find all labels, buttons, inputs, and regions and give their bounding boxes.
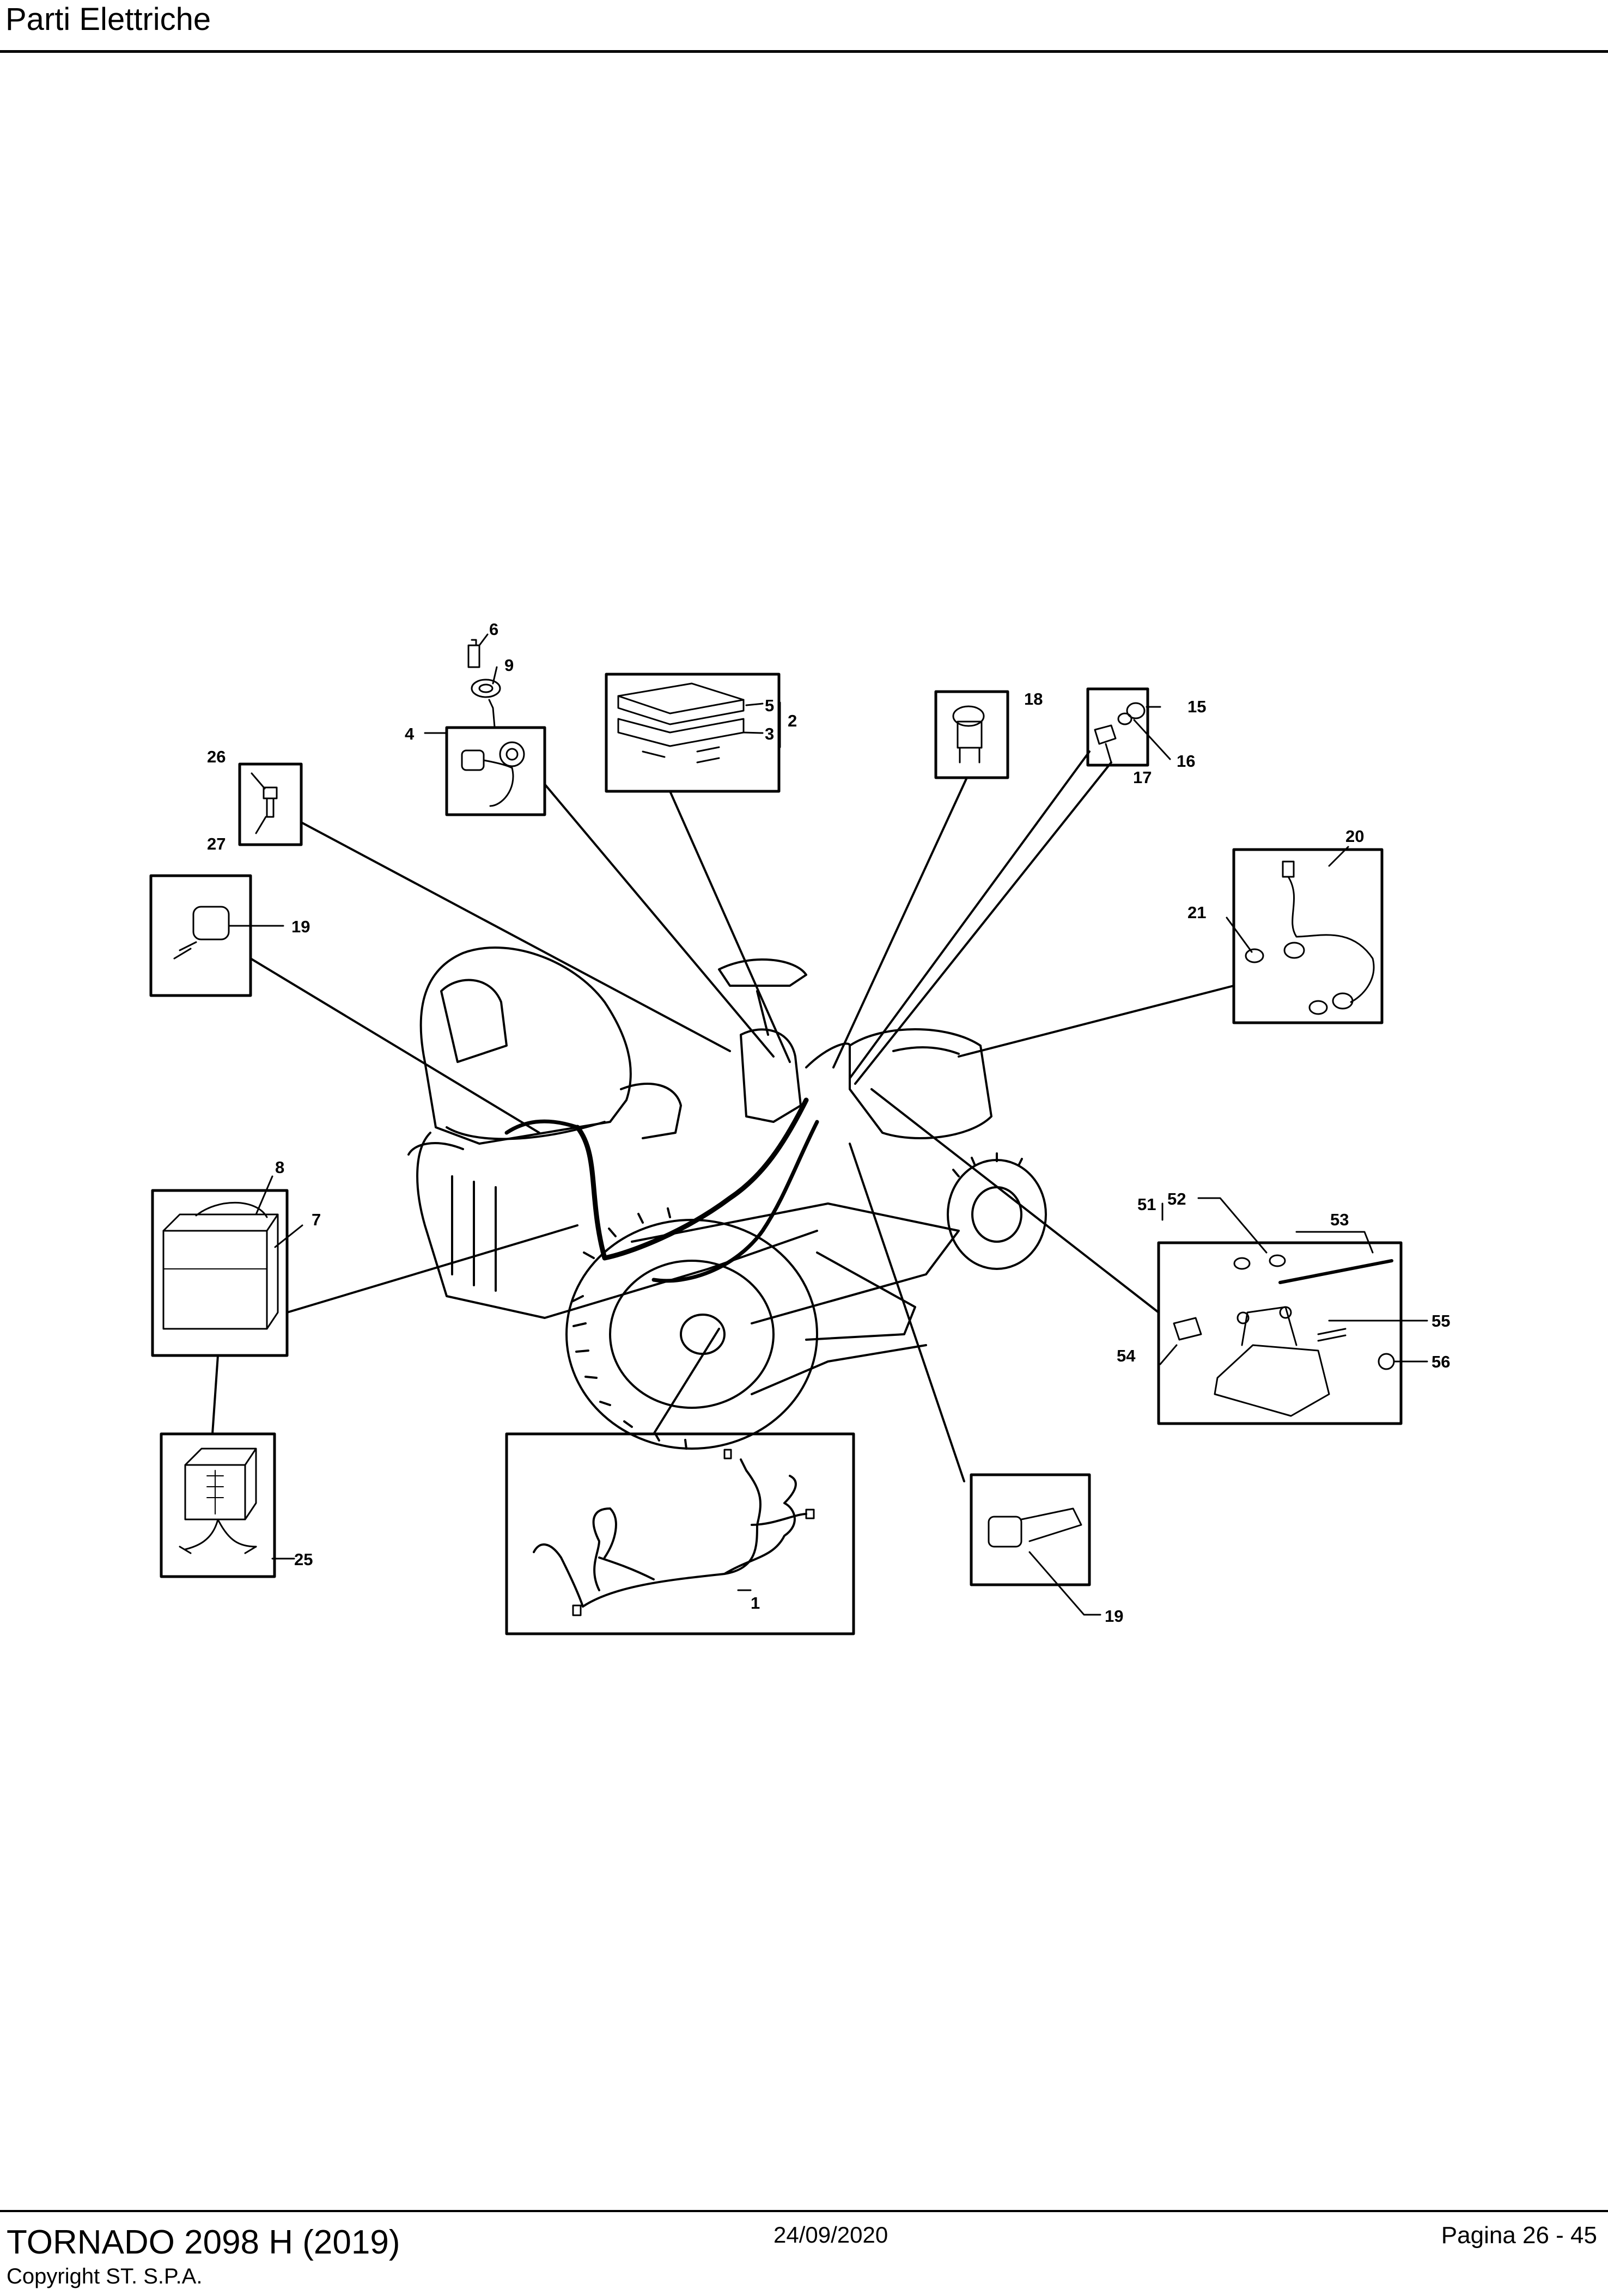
- box-ignition-switch-4: [445, 726, 546, 816]
- callout-18: 18: [1024, 689, 1043, 709]
- callout-3: 3: [765, 724, 774, 743]
- tractor-drawing: [407, 947, 1047, 1450]
- header-divider: [0, 50, 1608, 53]
- callout-leaders: [228, 633, 1428, 1616]
- callout-15: 15: [1187, 697, 1206, 716]
- callout-8: 8: [275, 1158, 284, 1177]
- box-fuse-26-27: [238, 762, 303, 846]
- callout-27: 27: [207, 834, 226, 853]
- callout-53: 53: [1330, 1210, 1349, 1229]
- callout-20: 20: [1345, 827, 1364, 846]
- callout-19-bottom: 19: [1105, 1607, 1123, 1626]
- callout-6: 6: [489, 620, 498, 639]
- callout-25: 25: [294, 1550, 313, 1569]
- box-relay-19-top: [149, 874, 252, 997]
- box-pto-switch-18: [934, 690, 1009, 779]
- callout-54: 54: [1117, 1346, 1136, 1365]
- page-number: Pagina 26 - 45: [1441, 2222, 1597, 2249]
- box-battery-7-8: [151, 1189, 289, 1357]
- callout-55: 55: [1432, 1311, 1450, 1330]
- callout-9: 9: [504, 656, 514, 675]
- callout-1: 1: [751, 1593, 760, 1613]
- print-date: 24/09/2020: [773, 2222, 888, 2248]
- callout-56: 56: [1432, 1352, 1450, 1371]
- callout-2: 2: [788, 711, 797, 730]
- box-relay-19-bottom: [970, 1473, 1091, 1586]
- callout-7: 7: [312, 1210, 321, 1229]
- page-title: Parti Elettriche: [5, 2, 211, 37]
- callout-17: 17: [1133, 768, 1152, 787]
- callout-5: 5: [765, 696, 774, 715]
- box-battery-charger-25: [160, 1432, 276, 1578]
- callout-numbers: 26 27 4 6 9 5 2 3 18 15 16 17 19 20 21 8…: [207, 620, 1450, 1626]
- footer-divider: [0, 2210, 1608, 2212]
- callout-4: 4: [405, 724, 415, 743]
- copyright: Copyright ST. S.P.A.: [7, 2264, 203, 2288]
- box-light-harness-20-21: [1232, 848, 1384, 1024]
- callout-21: 21: [1187, 903, 1206, 922]
- box-solenoid-51-56: [1157, 1241, 1403, 1425]
- callout-16: 16: [1177, 752, 1195, 771]
- callout-51: 51: [1137, 1195, 1156, 1214]
- box-bulb-15-16-17: [1086, 687, 1149, 767]
- box-wiring-harness-1: [505, 1432, 855, 1635]
- leader-lines: [211, 750, 1235, 1482]
- callout-52: 52: [1167, 1189, 1186, 1208]
- callout-26: 26: [207, 747, 226, 766]
- model-name: TORNADO 2098 H (2019): [7, 2224, 400, 2261]
- callout-19-top: 19: [291, 917, 310, 936]
- key-parts-6-9: [467, 639, 501, 728]
